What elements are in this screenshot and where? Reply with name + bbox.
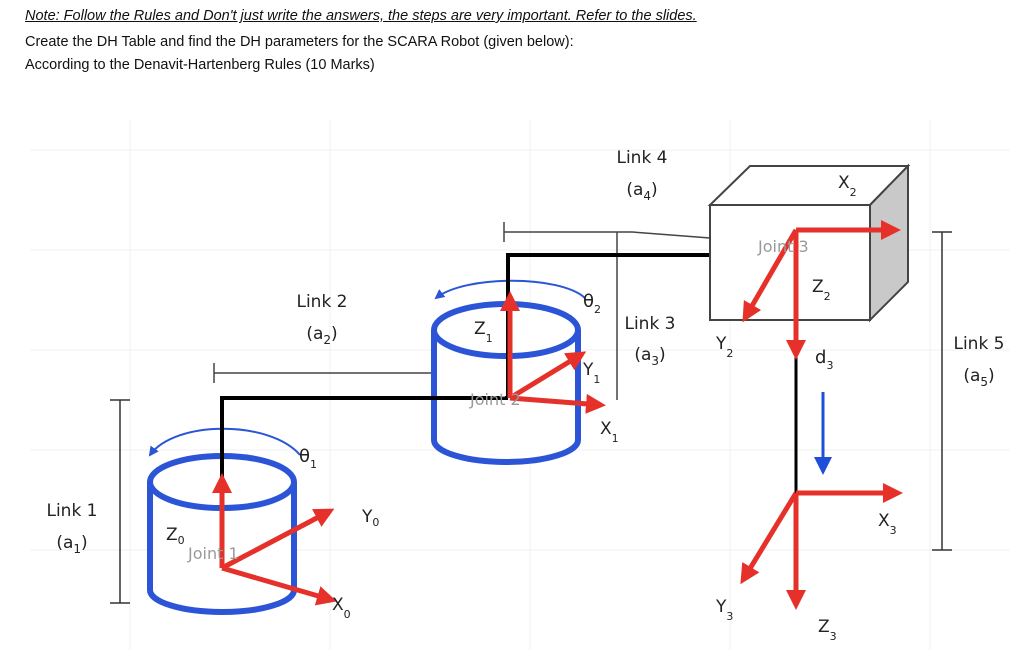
link-5-label: Link 5 (a5) xyxy=(953,334,1004,389)
link-3-param: (a xyxy=(634,345,651,365)
frame-0-axes xyxy=(212,473,337,606)
svg-text:(a5): (a5) xyxy=(963,366,994,389)
y0-axis-arrow xyxy=(220,508,335,571)
link-1-param: (a xyxy=(56,533,73,553)
theta-2-rotation-arrow xyxy=(434,279,586,300)
x0-axis-arrow xyxy=(221,565,337,606)
link-3-name: Link 3 xyxy=(624,314,675,334)
frame-1-axes xyxy=(500,291,606,414)
theta-1-label: θ1 xyxy=(299,446,317,471)
y2-axis-arrow xyxy=(742,228,799,323)
joint-parameter-labels: θ1 θ2 d3 xyxy=(299,291,833,471)
y2-label: Y2 xyxy=(715,334,733,360)
link-4-dimension-line xyxy=(503,222,711,242)
y3-axis-arrow xyxy=(740,491,799,585)
link-3-sub: 3 xyxy=(651,354,659,368)
link-2-label: Link 2 (a2) xyxy=(296,292,347,347)
x1-label: X1 xyxy=(600,419,619,445)
svg-text:(a2): (a2) xyxy=(306,324,337,347)
marks-description: According to the Denavit-Hartenberg Rule… xyxy=(25,57,375,73)
z0-label: Z0 xyxy=(166,525,185,547)
link-3-close: ) xyxy=(659,345,666,365)
link-2-name: Link 2 xyxy=(296,292,347,312)
link-5-sub: 5 xyxy=(980,375,988,389)
link-1-label: Link 1 (a1) xyxy=(46,501,97,556)
theta-2-label: θ2 xyxy=(583,291,601,316)
frame-2-axes xyxy=(742,220,901,360)
y1-label: Y1 xyxy=(582,360,600,386)
z3-label: Z3 xyxy=(818,617,837,643)
link-1-close: ) xyxy=(81,533,88,553)
x0-label: X0 xyxy=(332,595,351,621)
link-5-param: (a xyxy=(963,366,980,386)
link-2-param: (a xyxy=(306,324,323,344)
x3-label: X3 xyxy=(878,511,897,537)
y1-axis-arrow xyxy=(508,351,587,401)
frame-3-axes xyxy=(740,483,903,610)
link-5-close: ) xyxy=(988,366,995,386)
x2-label: X2 xyxy=(838,173,857,199)
joint-1-label: Joint 1 xyxy=(187,544,239,563)
link-1-sub: 1 xyxy=(73,542,81,556)
joint-3-box xyxy=(707,163,911,323)
joint-3-label: Joint 3 xyxy=(757,237,809,256)
z1-label: Z1 xyxy=(474,319,493,345)
link-3-label: Link 3 (a3) xyxy=(624,314,675,368)
link-4-sub: 4 xyxy=(643,189,651,203)
y0-label: Y0 xyxy=(361,507,379,529)
link-4-param: (a xyxy=(626,180,643,200)
link-2-close: ) xyxy=(331,324,338,344)
z2-label: Z2 xyxy=(812,277,831,303)
link-5-dimension-line xyxy=(932,231,952,551)
axis-labels: Z0 Y0 X0 Z1 Y1 X1 X2 Z2 Y2 X3 Y3 Z3 xyxy=(166,173,897,643)
x1-axis-arrow xyxy=(509,393,606,414)
link-2-arm xyxy=(220,396,508,482)
task-description: Create the DH Table and find the DH para… xyxy=(25,34,574,50)
link-1-dimension-line xyxy=(110,399,130,604)
svg-text:(a1): (a1) xyxy=(56,533,87,556)
d3-label: d3 xyxy=(815,347,833,372)
link-1-name: Link 1 xyxy=(46,501,97,521)
link-4-name: Link 4 xyxy=(616,148,667,168)
link-5-name: Link 5 xyxy=(953,334,1004,354)
link-4-close: ) xyxy=(651,180,658,200)
y3-label: Y3 xyxy=(715,597,733,623)
svg-text:(a3): (a3) xyxy=(634,345,665,368)
theta-1-rotation-arrow xyxy=(148,427,301,457)
svg-text:(a4): (a4) xyxy=(626,180,657,203)
instruction-note: Note: Follow the Rules and Don't just wr… xyxy=(25,8,697,24)
link-2-sub: 2 xyxy=(323,333,331,347)
joint-2-label: Joint 2 xyxy=(469,390,521,409)
link-4-label: Link 4 (a4) xyxy=(616,148,667,203)
